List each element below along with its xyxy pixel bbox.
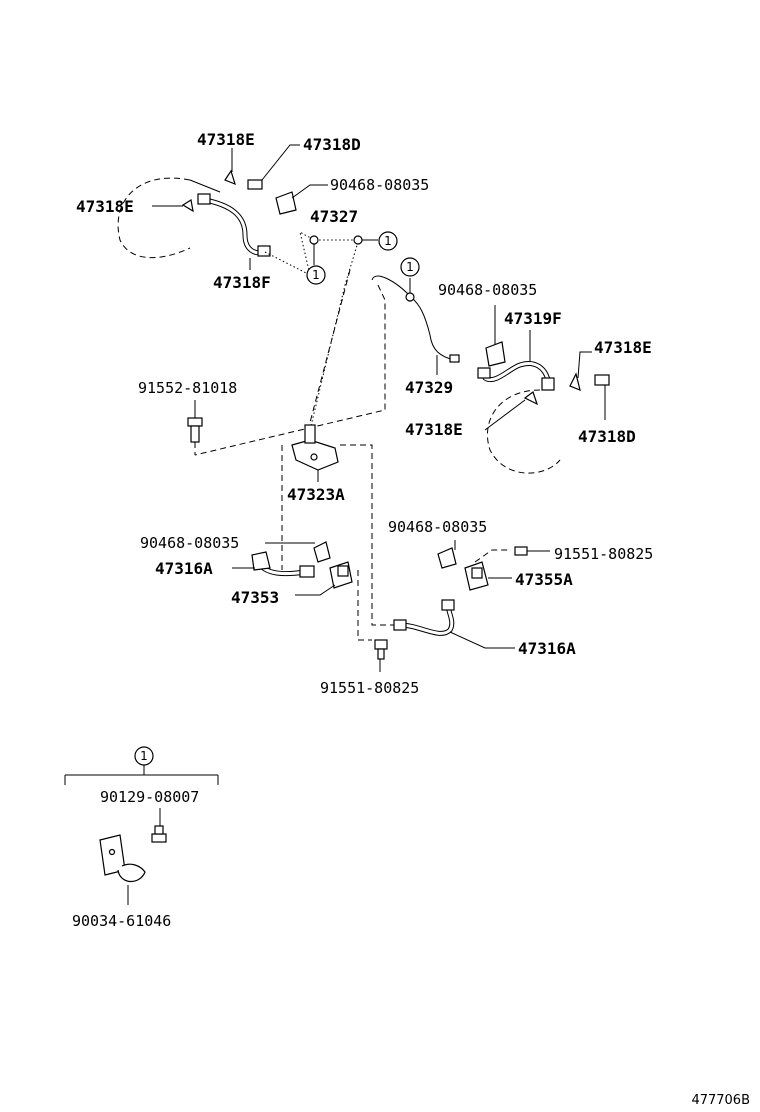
label-47318D-right: 47318D: [578, 427, 636, 446]
label-90468-right: 90468-08035: [438, 281, 537, 299]
diagram-code: 477706B: [691, 1093, 750, 1108]
ref-circle-1-detail: 1: [134, 746, 154, 766]
label-91551-lower: 91551-80825: [320, 679, 419, 697]
clip-90468-right: [485, 341, 506, 367]
bolt-91551-right: [514, 546, 528, 556]
right-caliper-outline: [486, 389, 561, 474]
label-47353: 47353: [231, 588, 279, 607]
label-47318E-left: 47318E: [76, 197, 134, 216]
svg-text:1: 1: [312, 268, 320, 282]
clip-47318E-right: [569, 372, 581, 391]
clamp-90034: [99, 834, 146, 883]
clip-47318E-right-low: [523, 391, 539, 406]
hose-47316A-left: [251, 551, 315, 578]
hose-fitting: [197, 193, 211, 205]
label-47319F: 47319F: [504, 309, 562, 328]
label-91551-right: 91551-80825: [554, 545, 653, 563]
bolt-47318D-right: [594, 374, 610, 386]
bracket-47355A: [464, 561, 489, 591]
clip-90468-top: [275, 191, 297, 215]
clip-47318E-top: [224, 169, 236, 186]
junction-47323A: [291, 424, 339, 471]
label-47318E-top: 47318E: [197, 130, 255, 149]
svg-text:1: 1: [384, 234, 392, 248]
label-47355A: 47355A: [515, 570, 573, 589]
label-90468-lower: 90468-08035: [140, 534, 239, 552]
label-91552: 91552-81018: [138, 379, 237, 397]
label-90468-top: 90468-08035: [330, 176, 429, 194]
label-47323A: 47323A: [287, 485, 345, 504]
svg-text:1: 1: [140, 749, 148, 763]
clip-90468-right-lower: [437, 547, 457, 569]
right-brake-assembly: [477, 341, 610, 474]
bolt-90129: [151, 825, 167, 843]
label-90468-right-lower: 90468-08035: [388, 518, 487, 536]
label-90129: 90129-08007: [100, 788, 199, 806]
left-brake-assembly: [117, 169, 297, 259]
bolt-91551-lower: [374, 639, 388, 660]
label-47318F: 47318F: [213, 273, 271, 292]
flexible-hose-left: [202, 197, 268, 256]
detail-1: 1: [64, 746, 219, 905]
clip-47318E-left: [181, 199, 194, 213]
bracket-47353: [329, 561, 353, 589]
hose-47316A-right: [393, 599, 455, 636]
label-47318D-top: 47318D: [303, 135, 361, 154]
ref-circle-1-c: 1: [400, 257, 420, 277]
left-caliper-outline: [117, 177, 191, 259]
bolt-91552: [187, 417, 203, 443]
svg-text:1: 1: [406, 260, 414, 274]
clip-90468-lower: [313, 541, 331, 563]
label-47327: 47327: [310, 207, 358, 226]
label-90034: 90034-61046: [72, 912, 171, 930]
ref-circle-1-b: 1: [378, 231, 398, 251]
label-47316A-left: 47316A: [155, 559, 213, 578]
label-47318E-right-low: 47318E: [405, 420, 463, 439]
label-47318E-right: 47318E: [594, 338, 652, 357]
label-47329: 47329: [405, 378, 453, 397]
bolt-47318D-left: [247, 179, 263, 190]
label-47316A-right: 47316A: [518, 639, 576, 658]
tube-47329: [371, 275, 456, 361]
ref-circle-1-a: 1: [306, 265, 326, 285]
